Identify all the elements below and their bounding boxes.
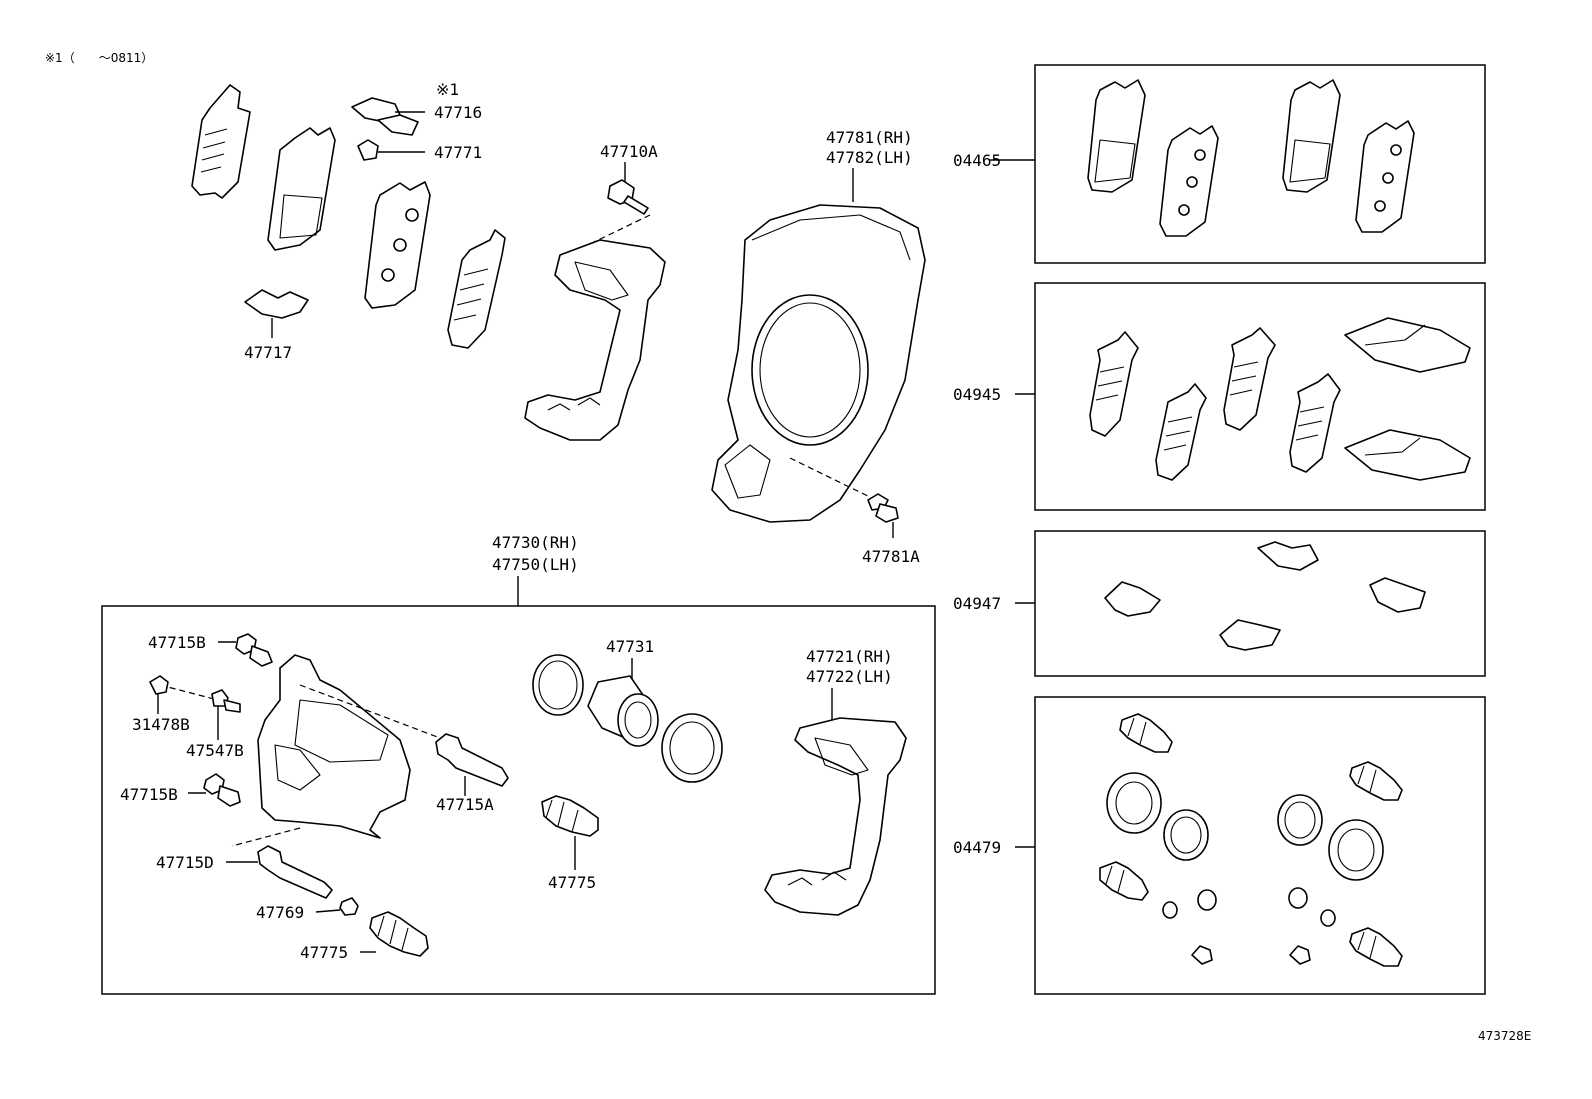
bolt-47715B-mid (203, 773, 241, 807)
label-47715B-top: 47715B (148, 633, 206, 652)
anti-squeal-shim-inner (447, 229, 506, 349)
kit-04947-clips (1104, 541, 1426, 651)
label-47782LH: 47782(LH) (826, 148, 913, 167)
cylinder-boot-ring (661, 713, 723, 783)
disc-brake-pad-inner (364, 181, 431, 309)
kit-box-04945 (1034, 282, 1486, 511)
kit-04479-seals-boots (1099, 713, 1403, 967)
label-47722LH: 47722(LH) (806, 667, 893, 686)
label-31478B: 31478B (132, 715, 190, 734)
label-04479: 04479 (953, 838, 1001, 857)
pad-support-plate-47716 (351, 97, 419, 136)
label-47715A: 47715A (436, 795, 494, 814)
kit-04465-pads (1087, 79, 1415, 237)
header-note: ※1（ ～0811） (45, 51, 153, 65)
label-47710A: 47710A (600, 142, 658, 161)
label-note-mark: ※1 (436, 80, 459, 99)
label-47769: 47769 (256, 903, 304, 922)
cylinder-assy-frame (101, 605, 936, 995)
label-47781RH: 47781(RH) (826, 128, 913, 147)
disc-brake-cylinder-mounting (764, 717, 907, 916)
cylinder-boot-47775-mid (541, 795, 599, 837)
mounting-bolt-47710A (607, 179, 649, 215)
disc-brake-pad-outer (267, 127, 336, 251)
label-47717: 47717 (244, 343, 292, 362)
disc-brake-dust-cover (711, 204, 926, 523)
bolt-47715B-top (235, 633, 273, 667)
piston-seal (532, 654, 584, 716)
label-47715D: 47715D (156, 853, 214, 872)
pad-support-plate-47717 (244, 289, 309, 319)
kit-box-04465 (1034, 64, 1486, 264)
label-47730RH: 47730(RH) (492, 533, 579, 552)
label-47721RH: 47721(RH) (806, 647, 893, 666)
dust-cover-bolt-47781A (867, 493, 899, 523)
label-04465: 04465 (953, 151, 1001, 170)
kit-box-04479 (1034, 696, 1486, 995)
label-47547B: 47547B (186, 741, 244, 760)
bushing-47769 (339, 897, 359, 916)
kit-04945-shims (1089, 317, 1471, 481)
bleeder-cap-31478B (149, 675, 169, 695)
cylinder-boot-47775-left (369, 911, 429, 957)
figure-code: 473728E (1478, 1029, 1531, 1043)
label-47781A: 47781A (862, 547, 920, 566)
anti-squeal-shim-outer (191, 84, 251, 199)
label-04947: 04947 (953, 594, 1001, 613)
label-47731: 47731 (606, 637, 654, 656)
label-47775-left: 47775 (300, 943, 348, 962)
label-47775-mid: 47775 (548, 873, 596, 892)
label-04945: 04945 (953, 385, 1001, 404)
label-47750LH: 47750(LH) (492, 555, 579, 574)
label-47715B-mid: 47715B (120, 785, 178, 804)
caliper-mounting-bracket (524, 239, 666, 441)
label-47771: 47771 (434, 143, 482, 162)
slide-pin-47715D (257, 845, 333, 899)
pad-clip-47771 (357, 139, 379, 161)
cylinder-piston-47731 (587, 675, 659, 747)
caliper-body (257, 654, 411, 839)
slide-pin-47715A (435, 733, 509, 787)
label-47716: 47716 (434, 103, 482, 122)
bleeder-plug-47547B (211, 689, 241, 713)
